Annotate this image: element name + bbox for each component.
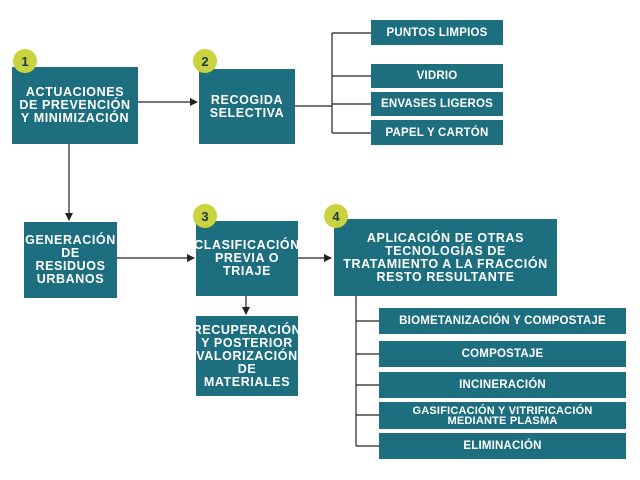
box-recuperacion: RECUPERACIÓN Y POSTERIOR VALORIZACIÓN DE…: [193, 316, 301, 396]
box-prevencion: ACTUACIONES DE PREVENCIÓN Y MINIMIZACIÓN: [12, 67, 138, 144]
box-generacion: GENERACIÓN DE RESIDUOS URBANOS: [24, 222, 117, 298]
recogida-item-vidrio: VIDRIO: [371, 64, 503, 88]
tratamiento-item-biometanizacion: BIOMETANIZACIÓN Y COMPOSTAJE: [379, 308, 626, 334]
box-clasificacion: CLASIFICACIÓN PREVIA O TRIAJE: [194, 221, 299, 296]
tratamiento-item-gasificacion: GASIFICACIÓN Y VITRIFICACIÓN MEDIANTE PL…: [379, 402, 626, 429]
box-recogida: RECOGIDA SELECTIVA: [199, 69, 295, 144]
badge-3: 3: [193, 204, 217, 228]
tratamiento-item-incineracion: INCINERACIÓN: [379, 372, 626, 398]
badge-1: 1: [13, 49, 37, 73]
tratamiento-item-eliminacion: ELIMINACIÓN: [379, 433, 626, 459]
box-aplicacion: APLICACIÓN DE OTRAS TECNOLOGÍAS DE TRATA…: [334, 219, 557, 296]
recogida-item-papel-carton: PAPEL Y CARTÓN: [371, 120, 503, 145]
badge-2: 2: [193, 49, 217, 73]
recogida-item-puntos-limpios: PUNTOS LIMPIOS: [371, 20, 503, 45]
tratamiento-item-compostaje: COMPOSTAJE: [379, 341, 626, 367]
badge-4: 4: [324, 204, 348, 228]
recogida-item-envases-ligeros: ENVASES LIGEROS: [371, 92, 503, 116]
